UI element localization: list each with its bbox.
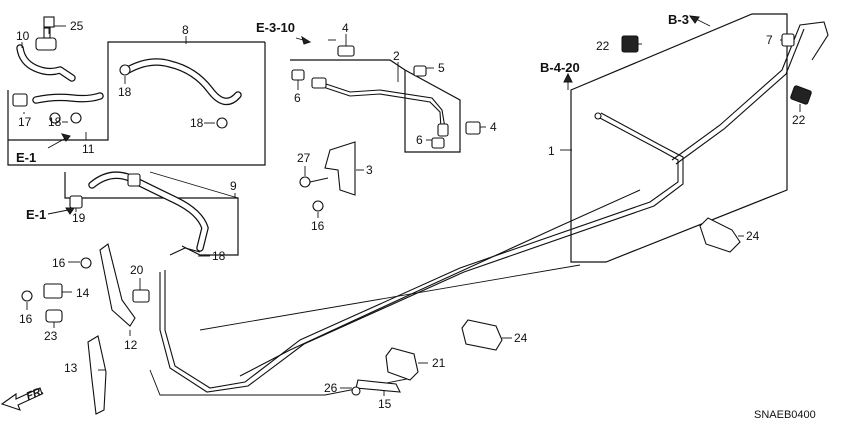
callout-18-d: 18 [212,249,226,263]
ref-e1-mid: E-1 [26,207,46,222]
callout-11: 11 [82,142,95,156]
callout-13: 13 [64,361,78,375]
clip-6-low [431,137,445,149]
callout-22-top: 22 [596,39,610,53]
pipe-hose-9-end [169,247,201,256]
callout-9: 9 [230,179,237,193]
callout-21: 21 [432,356,446,370]
front-label: FR. [25,385,46,403]
callout-6-low: 6 [416,133,423,147]
leader-lines [21,25,801,396]
clip-17 [12,93,28,107]
grommet-23 [45,309,63,323]
front-arrow-icon [0,387,43,411]
nut-16-lower [21,290,33,302]
callout-27: 27 [297,151,311,165]
callout-8: 8 [182,23,189,37]
ref-b4-20: B-4-20 [540,60,580,75]
hose-9 [88,171,209,252]
box-hose-9 [64,172,239,256]
clip-14 [43,283,63,299]
callout-23: 23 [44,329,58,343]
ref-b3: B-3 [668,12,689,27]
box-fuel-line-2 [290,59,461,153]
callout-16-lower: 16 [19,312,33,326]
bolt-25 [43,16,55,34]
hose-10 [16,27,76,82]
diagram-code: SNAEB0400 [754,409,816,421]
bracket-15 [355,379,401,393]
inset-box-left [7,41,266,166]
bracket-12 [99,243,136,327]
bolt-26 [351,386,361,396]
callout-24-lower: 24 [514,331,528,345]
callout-labels: 1 2 3 4 4 5 6 6 7 8 9 10 11 12 13 14 15 … [16,19,806,411]
callout-3: 3 [366,163,373,177]
callout-5: 5 [438,61,445,75]
fuel-line-2 [311,77,449,137]
box-lower-lines [149,171,581,396]
callout-1: 1 [548,144,555,158]
callout-19: 19 [72,211,86,225]
main-pipe-bundle [159,21,829,393]
callout-14: 14 [76,286,90,300]
bolt-27 [299,176,329,188]
hose-8 [119,58,242,129]
callout-22-right: 22 [792,113,806,127]
callout-25: 25 [70,19,84,33]
clip-20 [132,289,150,303]
reference-labels: E-3-10 B-3 B-4-20 E-1 E-1 [16,12,689,222]
callout-16-upper: 16 [52,256,66,270]
callout-2: 2 [393,49,400,63]
callout-4-top: 4 [342,21,349,35]
clip-6-top [291,69,305,81]
callout-20: 20 [130,263,144,277]
callout-15: 15 [378,397,392,411]
callout-18-a: 18 [118,85,132,99]
callout-7: 7 [766,33,773,47]
clamp-24-upper [699,217,741,253]
callout-16-mid: 16 [311,219,325,233]
bracket-13 [87,335,107,415]
callout-17: 17 [18,115,32,129]
ref-arrows [47,15,711,215]
nut-16-mid [312,200,324,212]
clip-7 [781,33,795,47]
callout-12: 12 [124,338,138,352]
pipe-end-b4-20 [594,112,602,120]
clip-5 [413,65,427,77]
callout-18-b: 18 [48,115,62,129]
nut-16-upper [80,257,92,269]
ref-e3-10: E-3-10 [256,20,295,35]
clip-19 [69,195,83,209]
clip-22-right [790,85,812,105]
clip-18-left [49,112,61,124]
bracket-3 [324,141,356,196]
callout-6-top: 6 [294,91,301,105]
clip-4-top [337,45,355,57]
clamp-21 [385,347,419,381]
box-main-pipe [570,13,788,263]
callout-18-c: 18 [190,116,204,130]
clamp-24-lower [461,319,503,351]
callout-26: 26 [324,381,338,395]
callout-24-upper: 24 [746,229,760,243]
ref-e1-top: E-1 [16,150,36,165]
callout-10: 10 [16,29,30,43]
clip-4-mid [465,121,481,135]
clip-22-top [621,35,639,53]
callout-4-mid: 4 [490,120,497,134]
